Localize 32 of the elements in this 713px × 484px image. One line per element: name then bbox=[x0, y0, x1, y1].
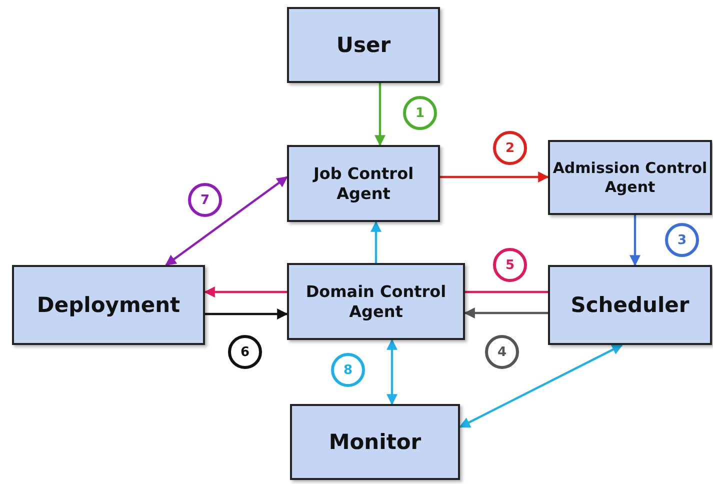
box-label: User bbox=[336, 32, 391, 58]
box-label: Deployment bbox=[36, 292, 180, 318]
arrow bbox=[464, 308, 548, 318]
box-label: Domain Control Agent bbox=[304, 282, 448, 322]
arrow bbox=[459, 344, 623, 428]
arrow bbox=[165, 176, 288, 266]
callout-number: 3 bbox=[665, 223, 699, 257]
arrow bbox=[204, 286, 287, 298]
arrow bbox=[630, 215, 640, 266]
process-box bbox=[12, 265, 205, 345]
callout-number: 1 bbox=[403, 96, 437, 130]
callout-number: 4 bbox=[485, 335, 519, 369]
arrow bbox=[440, 172, 550, 182]
callout-number: 6 bbox=[228, 335, 262, 369]
process-box bbox=[548, 265, 712, 345]
box-label: Job Control Agent bbox=[312, 164, 415, 204]
box-label: Admission Control Agent bbox=[552, 158, 708, 196]
callout-number: 2 bbox=[493, 131, 527, 165]
box-label: Scheduler bbox=[570, 292, 690, 318]
arrow bbox=[374, 83, 386, 146]
callout-number: 7 bbox=[188, 183, 222, 217]
arrow bbox=[205, 308, 288, 320]
callout-number: 8 bbox=[331, 353, 365, 387]
box-label: Monitor bbox=[328, 428, 422, 456]
arrow bbox=[386, 338, 398, 406]
callout-number: 5 bbox=[493, 248, 527, 282]
arrow bbox=[370, 220, 382, 263]
process-box bbox=[287, 263, 465, 340]
process-box bbox=[548, 140, 712, 215]
process-box bbox=[287, 145, 440, 222]
process-box bbox=[290, 404, 460, 480]
process-box bbox=[287, 7, 440, 83]
